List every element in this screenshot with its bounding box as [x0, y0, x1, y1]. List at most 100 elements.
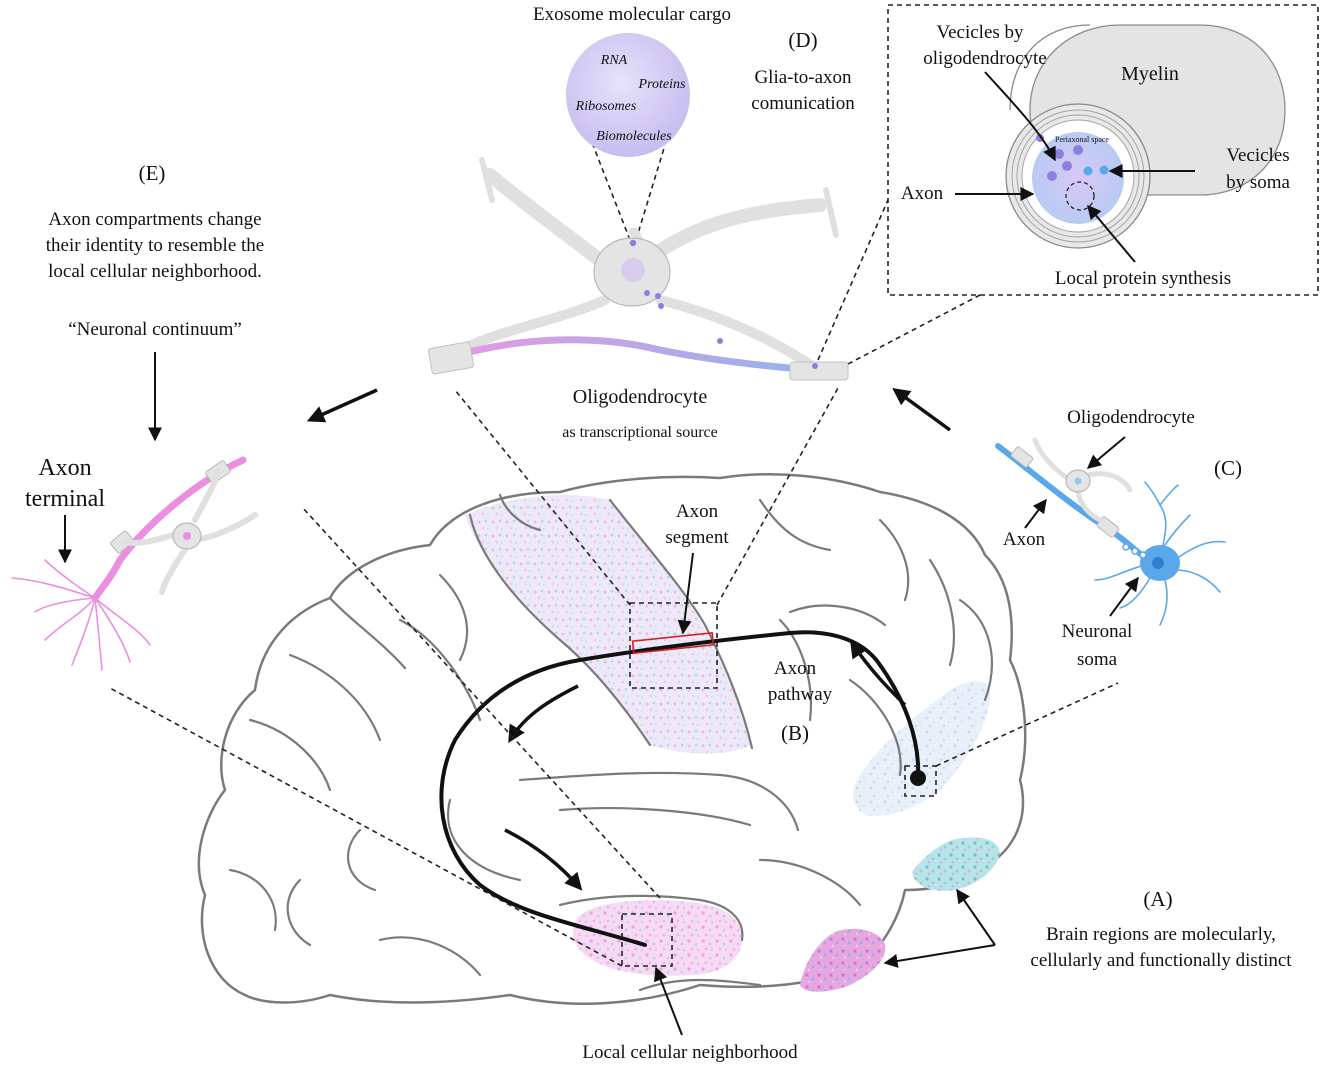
- panel-e: (E) Axon compartments change their ident…: [46, 161, 264, 442]
- pointer-neighborhood: [654, 966, 683, 1036]
- oligodendrocyte-center: Oligodendrocyte as transcriptional sourc…: [428, 157, 849, 441]
- vesicle: [629, 239, 637, 247]
- vesicle-oligo: [1062, 161, 1072, 171]
- flow-arrow-down: [504, 828, 583, 891]
- axon-pathway-2: pathway: [768, 684, 833, 705]
- a-text-2: cellularly and functionally distinct: [1030, 950, 1292, 971]
- terminal-branches: [11, 559, 151, 671]
- inset-axon: Axon: [901, 183, 944, 204]
- b-letter: (B): [781, 721, 809, 745]
- c-nucleus: [1152, 557, 1164, 569]
- panel-d-text-2: comunication: [751, 93, 855, 114]
- arrow-to-terminal: [306, 388, 378, 423]
- flow-arrow-up: [850, 640, 907, 707]
- local-neighborhood: Local cellular neighborhood: [582, 1042, 798, 1063]
- region-cortex-mixed: [465, 495, 752, 754]
- a-text-1: Brain regions are molecularly,: [1046, 924, 1276, 945]
- sulcus: [346, 828, 377, 892]
- vesicle: [658, 303, 664, 309]
- neuronal-continuum: “Neuronal continuum”: [68, 319, 242, 340]
- region-magenta: [800, 928, 886, 992]
- pointer-region-magenta: [883, 944, 996, 968]
- sulcus: [438, 573, 469, 662]
- axon-terminal-2: terminal: [25, 486, 105, 512]
- neighborhood-zoom-box: [621, 913, 673, 967]
- connector: [935, 682, 1119, 767]
- myelin-sheath-left: [428, 341, 474, 375]
- sulcus: [958, 598, 993, 702]
- vesicle-soma: [1083, 166, 1093, 176]
- cargo-ribosomes: Ribosomes: [575, 99, 637, 114]
- c-myelin: [1010, 446, 1034, 468]
- sulcus: [778, 618, 812, 722]
- inset-myelin: Myelin: [1121, 63, 1179, 85]
- c-letter: (C): [1214, 456, 1242, 480]
- c-dendrites: [1094, 481, 1226, 626]
- connector: [301, 506, 661, 899]
- vesicle-oligo: [1073, 145, 1083, 155]
- panel-c-neuron: Oligodendrocyte (C) Axon Neuronal soma: [995, 407, 1242, 670]
- axon-terminal-illustration: Axon terminal: [11, 455, 258, 671]
- sulcus: [558, 894, 744, 942]
- myelin-inset: Periaxonal space Vecicles by oligodendro…: [887, 4, 1319, 296]
- cargo-rna: RNA: [600, 53, 628, 68]
- connector: [847, 294, 981, 365]
- vesicle: [655, 293, 661, 299]
- axon-segment-1: Axon: [676, 501, 719, 522]
- brain: [197, 473, 1027, 1005]
- myelin-sheath-right: [789, 361, 849, 381]
- exosome-cargo: Exosome molecular cargo RNA Proteins Rib…: [533, 4, 731, 157]
- local-synthesis-area: [1065, 181, 1095, 211]
- sulcus: [288, 653, 382, 742]
- panel-e-text-2: their identity to resemble the: [46, 235, 264, 256]
- neuron-soma-dot: [910, 770, 926, 786]
- c-soma-1: Neuronal: [1062, 621, 1133, 642]
- vesicle: [812, 363, 818, 369]
- arrow-to-oligodendrocyte: [892, 387, 952, 432]
- flow-arrow-left: [508, 684, 579, 744]
- sulcus: [398, 618, 482, 722]
- pointer-local-protein: [1087, 204, 1136, 263]
- region-frontal-blue: [853, 681, 991, 816]
- zoom-connectors: [109, 144, 1119, 967]
- a-letter: (A): [1143, 887, 1172, 911]
- sulcus: [228, 868, 277, 932]
- vesicle-oligo: [1054, 149, 1064, 159]
- oligo-nucleus: [621, 258, 645, 282]
- connector: [454, 389, 631, 606]
- vesicle: [644, 290, 650, 296]
- inset-vesicles-soma-1: Vecicles: [1226, 145, 1289, 166]
- inset-vesicles-soma-2: by soma: [1226, 172, 1290, 193]
- pointer-c-axon: [1024, 498, 1047, 529]
- axon-segment-zoom-box: [629, 602, 718, 689]
- connector: [716, 387, 839, 606]
- sulcus: [248, 718, 332, 792]
- panel-e-text-1: Axon compartments change: [48, 209, 261, 230]
- sulcus: [878, 518, 910, 602]
- sulcus: [558, 807, 752, 827]
- region-temporal-pink: [573, 900, 743, 976]
- sulcus: [758, 498, 832, 552]
- oligo-center-label: Oligodendrocyte: [573, 386, 708, 408]
- soma-zoom-box: [904, 765, 937, 797]
- c-axon-label: Axon: [1003, 529, 1046, 550]
- axon-terminal-1: Axon: [38, 455, 91, 481]
- sulcus: [518, 771, 800, 832]
- sulcus: [328, 596, 407, 670]
- sulcus: [286, 878, 312, 947]
- connector: [109, 687, 623, 967]
- panel-e-letter: (E): [139, 161, 166, 185]
- axon-segment-marker: [631, 631, 715, 655]
- vesicle: [717, 338, 723, 344]
- cargo-biomolecules: Biomolecules: [596, 129, 672, 144]
- connector: [592, 144, 631, 241]
- axon-pathway-line: [439, 630, 921, 947]
- inset-vesicles-oligo-2: oligodendrocyte: [923, 48, 1046, 69]
- pointer-vesicles-oligo: [984, 71, 1056, 162]
- connector: [817, 199, 889, 361]
- inset-local-protein: Local protein synthesis: [1055, 268, 1231, 289]
- oligo-center-sublabel: as transcriptional source: [562, 424, 718, 441]
- sulcus: [447, 798, 522, 882]
- pointer-c-soma: [1109, 576, 1139, 617]
